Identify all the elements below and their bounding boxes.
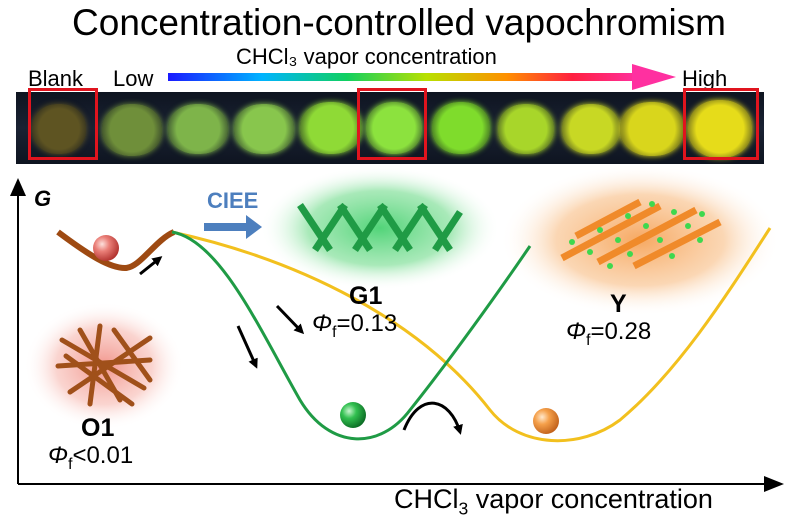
g1-name: G1 [349, 282, 383, 310]
highlight-box-middle [357, 88, 427, 160]
y-phi-value: =0.28 [590, 318, 652, 345]
g1-crystal-icon [297, 203, 463, 252]
y-name: Y [610, 290, 627, 318]
sample-6 [366, 102, 422, 154]
o1-name: O1 [81, 414, 115, 442]
x-axis-label-subscript: 3 [458, 498, 469, 519]
g1-glow [260, 166, 500, 290]
y-crystal-icon [560, 198, 722, 270]
figure-title: Concentration-controlled vapochromism [72, 2, 726, 43]
sample-8 [498, 104, 554, 154]
o1-phi-value: <0.01 [72, 442, 134, 469]
y-axis-label: G [34, 186, 52, 211]
high-label: High [682, 66, 728, 91]
blank-label: Blank [28, 66, 84, 91]
y-phi-symbol: Φ [566, 318, 587, 345]
g1-phi-value: =0.13 [336, 310, 398, 337]
ciee-arrow [204, 215, 262, 239]
x-axis-label: CHCl3 vapor concentration [394, 484, 713, 519]
sample-2 [102, 104, 162, 156]
g1-phi-symbol: Φ [312, 310, 333, 337]
sample-7 [432, 102, 490, 154]
sample-3 [168, 104, 228, 154]
o1-phi-subscript: f [68, 455, 73, 473]
highlight-box-high [683, 88, 759, 160]
sample-high [688, 100, 752, 158]
o1-phi-symbol: Φ [48, 442, 69, 469]
sample-10 [620, 102, 684, 156]
y-energy-curve [171, 227, 772, 443]
y-phi-subscript: f [586, 331, 591, 349]
process-arrows [139, 256, 463, 435]
o1-energy-curve [56, 229, 176, 272]
highlight-box-blank [28, 88, 98, 160]
concentration-arrow [168, 64, 676, 90]
y-quantum-yield: Φf=0.28 [566, 318, 651, 350]
y-state-ball [533, 408, 559, 434]
sample-photo-strip [16, 92, 764, 164]
g1-quantum-yield: Φf=0.13 [312, 310, 397, 342]
o1-state-ball [93, 235, 119, 261]
sample-blank [32, 104, 86, 154]
ciee-label: CIEE [207, 188, 259, 213]
sample-5 [300, 102, 362, 154]
sample-4 [234, 104, 294, 154]
axes [10, 178, 784, 492]
vapor-concentration-label: CHCl₃ vapor concentration [236, 44, 497, 69]
o1-quantum-yield: Φf<0.01 [48, 442, 133, 474]
g1-phi-subscript: f [332, 323, 337, 341]
low-label: Low [113, 66, 154, 91]
x-axis-label-main: CHCl [394, 484, 459, 514]
o1-fiber-icon [55, 323, 153, 407]
x-axis-label-rest: vapor concentration [468, 484, 713, 514]
sample-9 [562, 104, 620, 154]
g1-energy-curve [171, 230, 532, 441]
g1-state-ball [340, 402, 366, 428]
